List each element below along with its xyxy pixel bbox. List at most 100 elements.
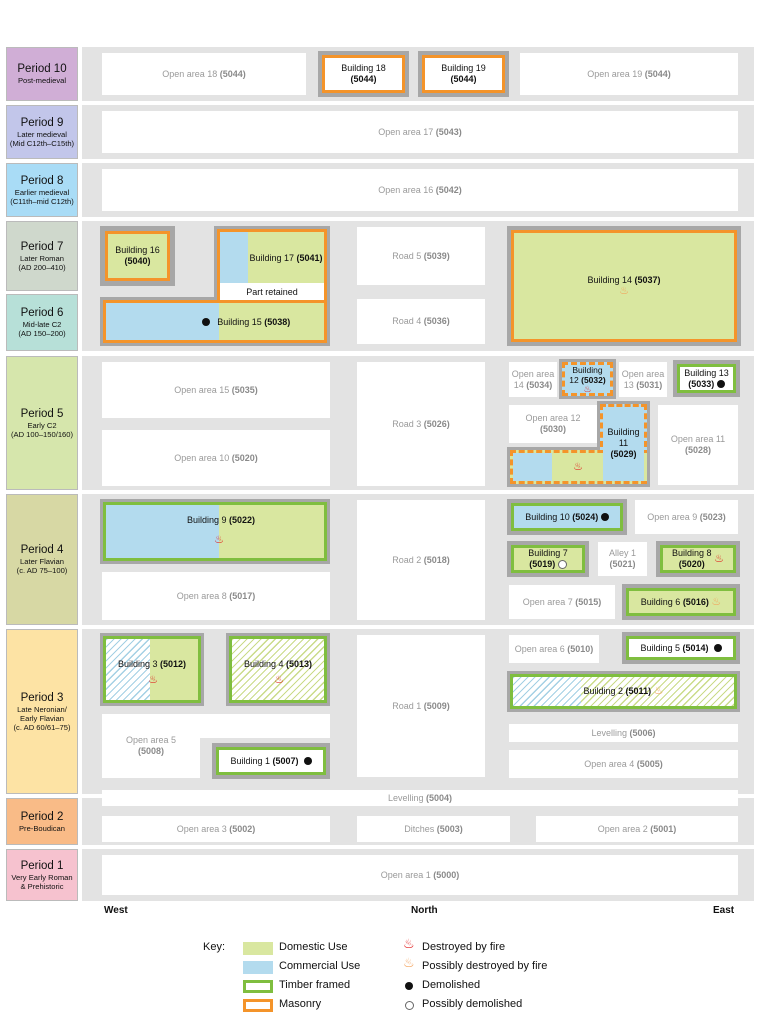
label: Road 1 — [392, 700, 424, 711]
destroyed-by-fire-icon: ♨ — [583, 383, 592, 394]
fire-marker: ♨ — [272, 673, 286, 687]
context-number: (5041) — [296, 252, 323, 263]
label: Open area 16 — [378, 184, 436, 195]
period-title: Period 5 — [20, 407, 64, 420]
domestic-use-swatch — [243, 942, 273, 955]
open-area-19: Open area 19 (5044) — [520, 53, 738, 95]
context-number: (5044) — [644, 68, 671, 79]
context-number: (5018) — [423, 554, 450, 565]
road-2: Road 2 (5018) — [357, 500, 485, 620]
legend-fire-label: Destroyed by fire — [422, 941, 506, 953]
levelling-5006: Levelling (5006) — [509, 724, 738, 742]
building-17: Building 17 (5041) — [217, 229, 327, 283]
destroyed-by-fire-icon: ♨ — [214, 533, 224, 546]
commercial-use-area — [513, 453, 552, 481]
label: Levelling — [591, 727, 630, 738]
building-4-label: Building 4 (5013) — [232, 657, 324, 671]
demolished-icon — [716, 380, 725, 389]
label: Road 3 — [392, 418, 424, 429]
context-number: (5014) — [682, 642, 709, 653]
building-12: Building 12 (5032) ♨ — [559, 359, 616, 399]
open-area-14: Open area 14 (5034) — [509, 362, 557, 397]
alley-1: Alley 1 (5021) — [598, 542, 647, 576]
context-number: (5032) — [581, 374, 606, 385]
context-number: (5043) — [435, 126, 462, 137]
destroyed-by-fire-icon: ♨ — [573, 460, 583, 473]
context-number: (5020) — [678, 559, 705, 569]
masonry-swatch — [243, 999, 273, 1012]
period-10-label: Period 10 Post-medieval — [6, 47, 78, 101]
open-area-4: Open area 4 (5005) — [509, 750, 738, 778]
legend-masonry-label: Masonry — [279, 998, 322, 1010]
building-3: Building 3 (5012) ♨ — [103, 636, 201, 703]
label: Open area 10 — [174, 452, 232, 463]
context-number: (5000) — [433, 869, 460, 880]
timber-framed-swatch — [243, 980, 273, 993]
context-number: (5044) — [450, 74, 477, 84]
period-subtitle: Post-medieval — [17, 76, 67, 85]
label: Building 13 — [684, 367, 729, 378]
axis-east-label: East — [713, 905, 735, 916]
commercial-use-swatch — [243, 961, 273, 974]
label: Open area 12 — [525, 413, 581, 423]
label: Building 15 — [217, 316, 265, 327]
label: Open area 18 — [162, 68, 220, 79]
label: Building 3 — [117, 659, 160, 669]
context-number: (5004) — [426, 792, 453, 803]
building-16: Building 16(5040) — [105, 231, 170, 281]
open-area-5: Open area 5 (5008) — [102, 714, 200, 778]
period-1-label: Period 1 Very Early Roman & Prehistoric — [6, 849, 78, 901]
context-number: (5039) — [423, 250, 450, 261]
legend-commercial-label: Commercial Use — [279, 960, 361, 972]
open-area-17: Open area 17 (5043) — [102, 111, 738, 153]
building-4: Building 4 (5013) ♨ — [229, 636, 327, 703]
context-number: (5040) — [124, 256, 151, 266]
fire-marker: ♨ — [212, 533, 226, 547]
period-6-label: Period 6 Mid-late C2 (AD 150–200) — [6, 294, 78, 351]
label: Road 5 — [392, 250, 424, 261]
building-10: Building 10 (5024) — [511, 503, 623, 531]
building-9-label: Building 9 (5022) — [166, 513, 276, 527]
label: Open area 13 — [621, 368, 665, 390]
label: Open area 9 — [647, 511, 700, 522]
demolished-icon — [303, 757, 312, 766]
label: Levelling — [387, 792, 426, 803]
demolished-icon — [713, 644, 722, 653]
label: Open area 8 — [176, 590, 230, 601]
context-number: (5013) — [286, 659, 313, 669]
period-title: Period 8 — [20, 174, 64, 187]
open-area-9: Open area 9 (5023) — [635, 500, 738, 534]
label: Open area 4 — [584, 758, 637, 769]
label: Building 1 — [230, 755, 273, 766]
road-4: Road 4 (5036) — [357, 299, 485, 344]
legend-pfire-icon: ♨ — [403, 956, 415, 970]
period-subtitle: Late Neronian/ Early Flavian (c. AD 60/6… — [13, 704, 71, 732]
building-18: Building 18(5044) — [322, 55, 405, 93]
building-2-label: Building 2 (5011) ♨ — [513, 677, 734, 706]
possibly-demolished-icon — [557, 560, 567, 570]
context-number: (5023) — [699, 511, 726, 522]
commercial-use-area — [220, 232, 248, 283]
building-3-label: Building 3 (5012) — [106, 657, 198, 671]
possibly-demolished-icon — [405, 1000, 414, 1010]
road-3: Road 3 (5026) — [357, 362, 485, 486]
period-subtitle: Mid-late C2 (AD 150–200) — [18, 320, 66, 338]
label: Open area 1 — [380, 869, 434, 880]
demolished-icon — [600, 513, 609, 522]
open-area-15: Open area 15 (5035) — [102, 362, 330, 418]
label: Open area 14 — [511, 368, 555, 390]
label: Building 11 — [607, 426, 640, 448]
label: Building 2 — [583, 686, 626, 696]
part-retained-label: Part retained — [246, 286, 298, 297]
context-number: (5021) — [609, 559, 636, 569]
open-area-10: Open area 10 (5020) — [102, 430, 330, 486]
building-17-top-gap — [217, 297, 327, 300]
legend-demolished-icon — [405, 980, 413, 992]
label: Ditches — [404, 823, 437, 834]
axis-west-label: West — [104, 905, 128, 916]
legend-fire-icon: ♨ — [403, 937, 415, 951]
period-2-label: Period 2 Pre-Boudican — [6, 798, 78, 845]
open-area-13: Open area 13 (5031) — [619, 362, 667, 397]
context-number: (5034) — [526, 379, 553, 390]
period-title: Period 7 — [20, 240, 64, 253]
